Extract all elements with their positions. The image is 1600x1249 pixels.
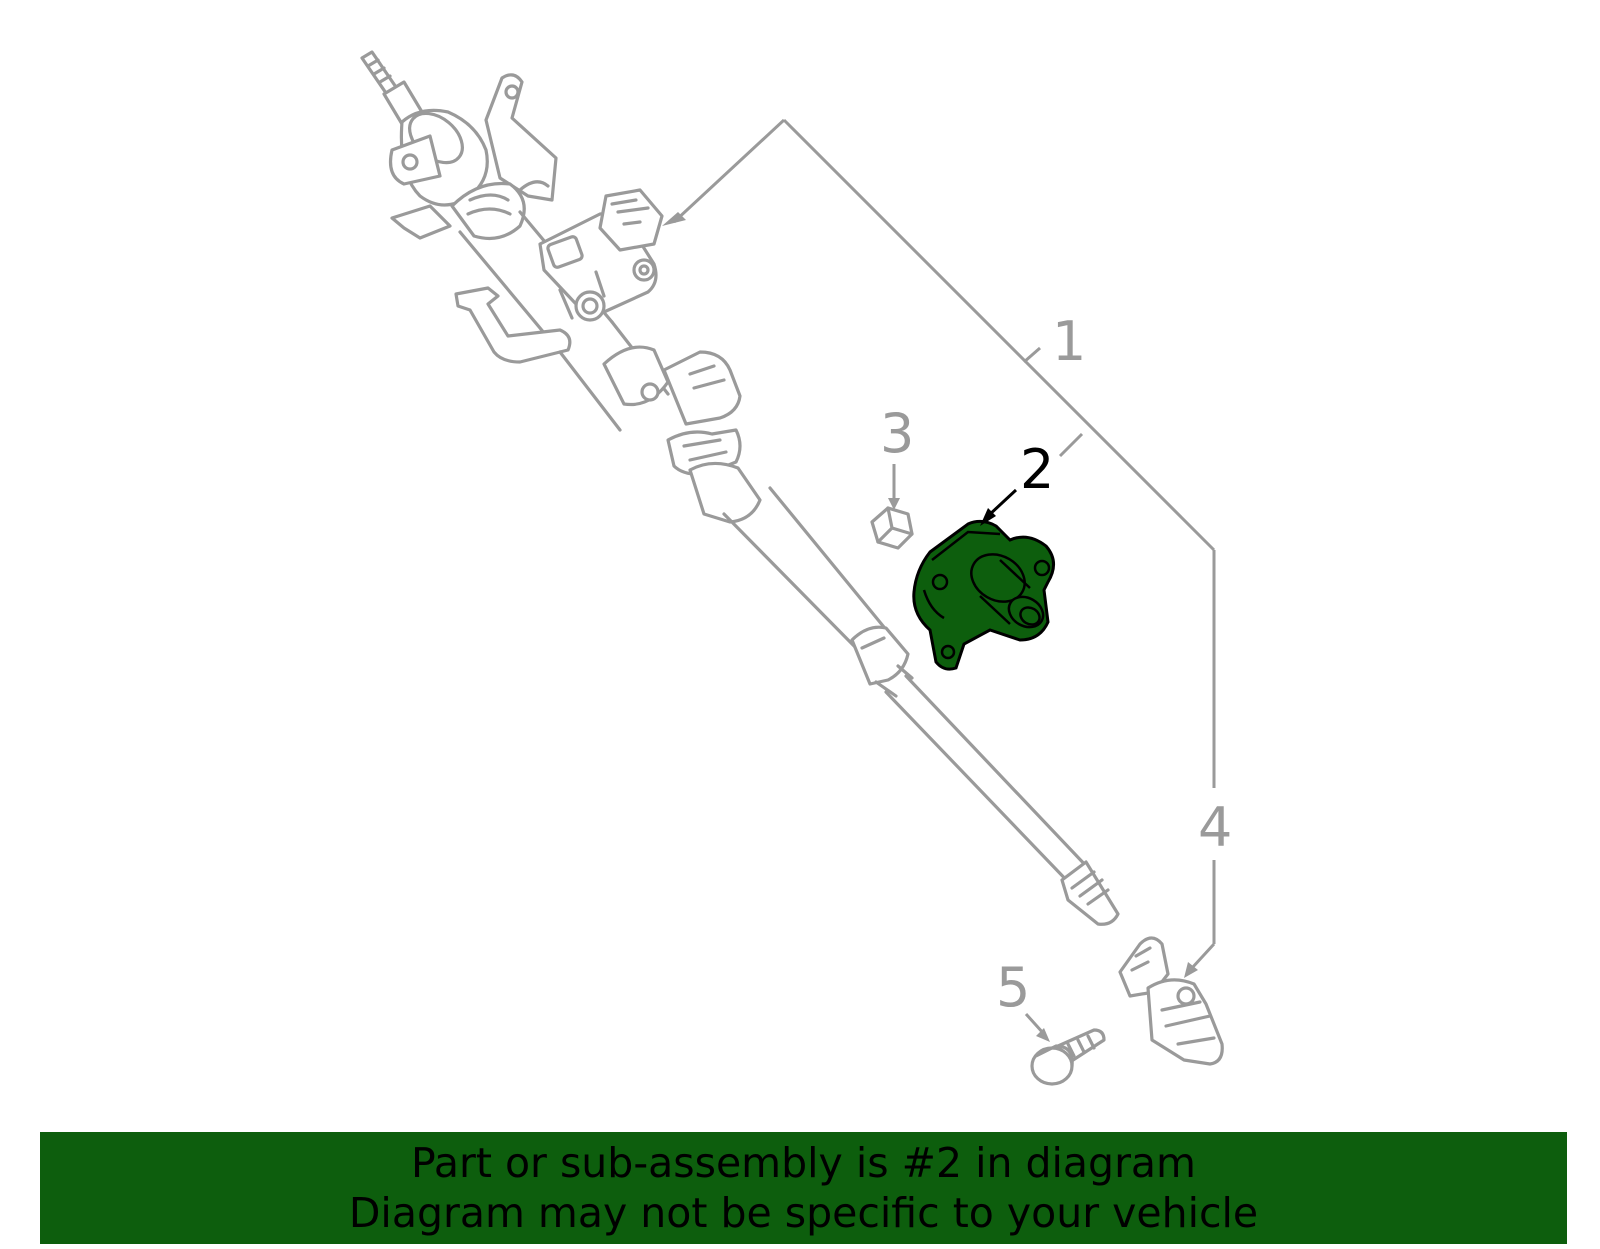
callout-5-label: 5 [996, 956, 1030, 1019]
part-5-bolt: 5 [996, 956, 1106, 1086]
callout-3-label: 3 [880, 402, 914, 465]
arrowhead-4 [1184, 962, 1198, 978]
part-4-yoke: 4 [1118, 796, 1232, 1066]
part-3-nut: 3 [870, 402, 914, 550]
callout-2-label: 2 [1020, 438, 1054, 501]
callout-1-label: 1 [1052, 310, 1086, 373]
arrowhead-1 [662, 212, 686, 226]
banner-line-2: Diagram may not be specific to your vehi… [348, 1189, 1259, 1237]
part-2-highlighted-bracket: 2 [912, 438, 1055, 671]
banner-line-1: Part or sub-assembly is #2 in diagram [411, 1139, 1196, 1187]
arrowhead-3 [888, 498, 900, 510]
steering-column-assembly [360, 50, 1120, 926]
arrowhead-2 [980, 508, 996, 526]
callout-4-label: 4 [1198, 796, 1232, 859]
callout-1-bracket: 1 [662, 118, 1216, 788]
arrowhead-5 [1036, 1028, 1050, 1042]
info-banner: Part or sub-assembly is #2 in diagram Di… [40, 1132, 1567, 1244]
